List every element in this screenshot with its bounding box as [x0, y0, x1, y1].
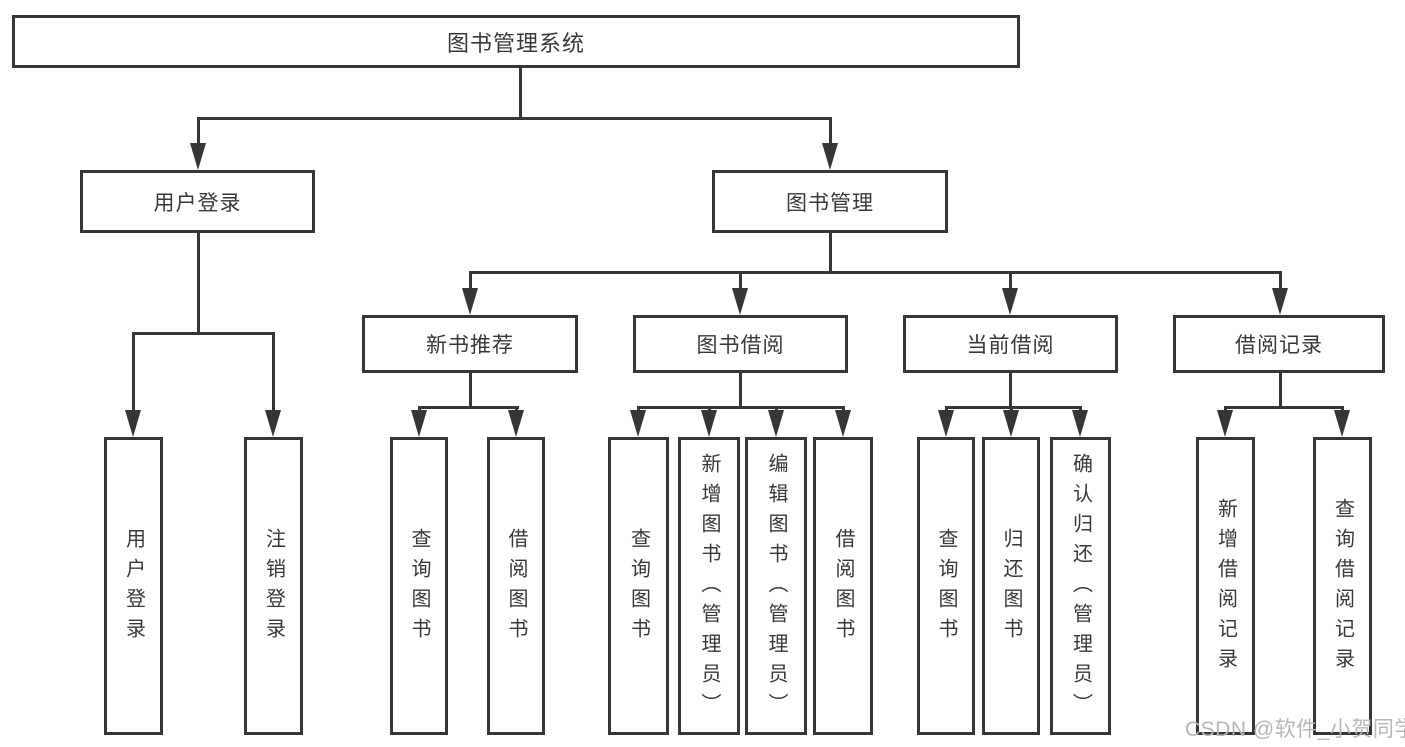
connector-line — [1224, 406, 1344, 409]
connector-line — [829, 231, 832, 274]
arrowhead-down-icon — [462, 288, 478, 315]
leaf-query-borrow-record: 查询借阅记录 — [1313, 437, 1372, 735]
arrowhead-down-icon — [732, 288, 748, 315]
arrowhead-down-icon — [1003, 410, 1019, 437]
arrowhead-down-icon — [1217, 410, 1233, 437]
node-library-management-system: 图书管理系统 — [12, 15, 1020, 68]
leaf-edit-book-admin: 编辑图书（管理员） — [745, 437, 807, 735]
node-book-management: 图书管理 — [712, 170, 948, 233]
arrowhead-down-icon — [822, 143, 838, 170]
node-new-book-recommend: 新书推荐 — [362, 315, 578, 373]
connector-line — [829, 117, 832, 146]
connector-line — [469, 271, 472, 291]
leaf-query-books-current: 查询图书 — [917, 437, 975, 735]
leaf-borrow-books-recommend: 借阅图书 — [487, 437, 545, 735]
arrowhead-down-icon — [508, 410, 524, 437]
node-book-borrow: 图书借阅 — [633, 315, 848, 373]
arrowhead-down-icon — [630, 410, 646, 437]
node-current-borrow: 当前借阅 — [903, 315, 1118, 373]
node-borrow-records: 借阅记录 — [1173, 315, 1385, 373]
arrowhead-down-icon — [768, 410, 784, 437]
connector-line — [132, 332, 275, 335]
arrowhead-down-icon — [190, 143, 206, 170]
leaf-add-borrow-record: 新增借阅记录 — [1196, 437, 1255, 735]
arrowhead-down-icon — [701, 410, 717, 437]
leaf-confirm-return-admin: 确认归还（管理员） — [1050, 437, 1111, 735]
connector-line — [739, 371, 742, 409]
connector-line — [132, 332, 135, 412]
arrowhead-down-icon — [1002, 288, 1018, 315]
node-user-login: 用户登录 — [80, 170, 315, 233]
connector-line — [637, 406, 845, 409]
connector-line — [1279, 371, 1282, 409]
leaf-add-book-admin: 新增图书（管理员） — [678, 437, 740, 735]
arrowhead-down-icon — [1334, 410, 1350, 437]
connector-line — [197, 231, 200, 335]
arrowhead-down-icon — [938, 410, 954, 437]
leaf-borrow-books: 借阅图书 — [813, 437, 873, 735]
connector-line — [469, 371, 472, 409]
leaf-user-login: 用户登录 — [104, 437, 163, 735]
connector-line — [197, 117, 200, 146]
connector-line — [197, 117, 832, 120]
connector-line — [945, 406, 1082, 409]
connector-line — [469, 271, 1282, 274]
arrowhead-down-icon — [265, 410, 281, 437]
leaf-query-books-recommend: 查询图书 — [390, 437, 448, 735]
arrowhead-down-icon — [1072, 410, 1088, 437]
arrowhead-down-icon — [125, 410, 141, 437]
csdn-watermark: CSDN @软件_小贺同学 — [1185, 718, 1405, 741]
arrowhead-down-icon — [411, 410, 427, 437]
connector-line — [1009, 371, 1012, 409]
connector-line — [272, 332, 275, 412]
connector-line — [1009, 271, 1012, 291]
connector-line — [418, 406, 519, 409]
leaf-query-books-borrow: 查询图书 — [608, 437, 669, 735]
leaf-return-books: 归还图书 — [982, 437, 1040, 735]
connector-line — [739, 271, 742, 291]
arrowhead-down-icon — [1272, 288, 1288, 315]
connector-line — [519, 66, 522, 120]
leaf-logout: 注销登录 — [244, 437, 303, 735]
arrowhead-down-icon — [835, 410, 851, 437]
connector-line — [1279, 271, 1282, 291]
